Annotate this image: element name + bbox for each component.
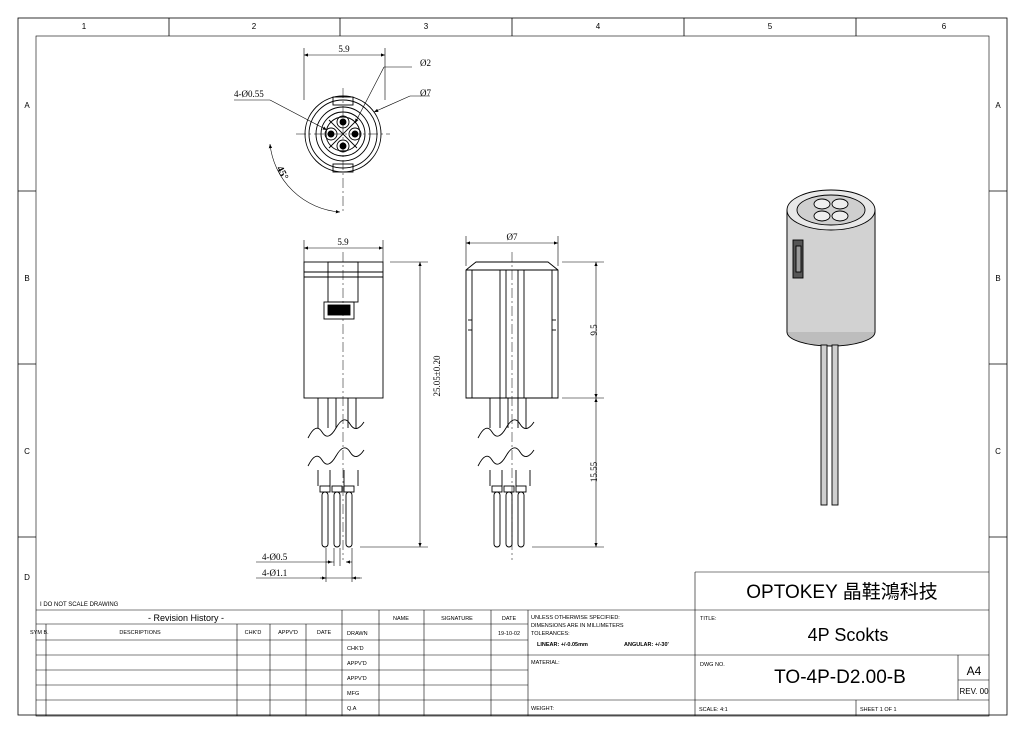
pin-dia-dim: 4-Ø0.5: [262, 552, 288, 562]
body-length-dim: 9.5: [589, 324, 599, 336]
weight-label: WEIGHT:: [531, 706, 554, 712]
no-scale-note: I DO NOT SCALE DRAWING: [40, 602, 119, 608]
row-label: B: [995, 274, 1000, 283]
rev-header-appv: APPV'D: [278, 630, 298, 636]
revision-title: - Revision History -: [148, 613, 224, 623]
title-label: TITLE:: [700, 616, 717, 622]
drawing-title: 4P Scokts: [808, 625, 889, 645]
hole-dia-dim: 4-Ø0.55: [234, 89, 264, 99]
front-view: [303, 252, 384, 560]
signoff-role: APPV'D: [347, 676, 367, 682]
col-label: 2: [252, 22, 257, 31]
outer-dia-dim: Ø7: [420, 88, 431, 98]
isometric-view: [786, 189, 876, 506]
col-label: 3: [424, 22, 429, 31]
rev-header-desc: DESCRIPTIONS: [119, 630, 161, 636]
company-name: OPTOKEY 晶鞋鴻科技: [746, 581, 937, 603]
material-label: MATERIAL:: [531, 660, 560, 666]
inner-dia-dim: Ø2: [420, 58, 431, 68]
side-view: [465, 252, 559, 560]
dwg-no-label: DWG NO.: [700, 662, 725, 668]
spec-tolerances: TOLERANCES:: [531, 631, 570, 637]
row-label: B: [24, 274, 29, 283]
signoff-role: CHK'D: [347, 646, 364, 652]
pin-shoulder-dim: 4-Ø1.1: [262, 568, 287, 578]
row-label: D: [24, 573, 30, 582]
rev-header-sym: SYM B.: [30, 630, 49, 636]
col-label: 1: [82, 22, 87, 31]
top-view: [296, 88, 390, 212]
spec-linear: LINEAR: +/-0.05mm: [537, 642, 588, 648]
drawing-number: TO-4P-D2.00-B: [774, 667, 906, 688]
col-label: 4: [596, 22, 601, 31]
title-block-lines: [36, 571, 989, 716]
sheet-border: [17, 17, 1008, 717]
signoff-role: APPV'D: [347, 661, 367, 667]
signoff-role: MFG: [347, 691, 359, 697]
col-label: 5: [768, 22, 773, 31]
col-label: 6: [942, 22, 947, 31]
revision-number: REV. 00: [959, 687, 989, 696]
front-width-dim: 5.9: [337, 237, 349, 247]
signoff-role: DRAWN: [347, 631, 368, 637]
spec-units: DIMENSIONS ARE IN MILLIMETERS: [531, 623, 624, 629]
rev-header-chk: CHK'D: [245, 630, 262, 636]
zone-row-labels: A B C D A B C: [24, 101, 1001, 582]
signoff-header-signature: SIGNATURE: [441, 616, 473, 622]
row-label: A: [24, 101, 30, 110]
sheet-size: A4: [967, 664, 982, 678]
top-view-dimensions: [234, 48, 430, 214]
row-label: C: [995, 447, 1001, 456]
zone-column-labels: 1 2 3 4 5 6: [82, 22, 947, 31]
signoff-date: 19-10-02: [498, 631, 520, 637]
row-label: A: [995, 101, 1001, 110]
row-label: C: [24, 447, 30, 456]
signoff-header-date: DATE: [502, 616, 517, 622]
side-view-dimensions: [465, 236, 604, 548]
front-view-dimensions: [256, 240, 428, 582]
spec-angular: ANGULAR: +/-30': [624, 642, 670, 648]
top-width-dim: 5.9: [338, 44, 350, 54]
rev-header-date: DATE: [317, 630, 332, 636]
total-length-dim: 25.05±0.20: [432, 355, 442, 396]
pin-length-dim: 15.55: [589, 461, 599, 482]
signoff-header-name: NAME: [393, 616, 409, 622]
scale-label: SCALE: 4:1: [699, 707, 728, 713]
side-dia-dim: Ø7: [507, 232, 518, 242]
spec-unless: UNLESS OTHERWISE SPECIFIED:: [531, 615, 620, 621]
angle-dim: 45°: [274, 164, 290, 182]
sheet-number: SHEET 1 OF 1: [860, 707, 897, 713]
signoff-role: Q.A: [347, 706, 357, 712]
